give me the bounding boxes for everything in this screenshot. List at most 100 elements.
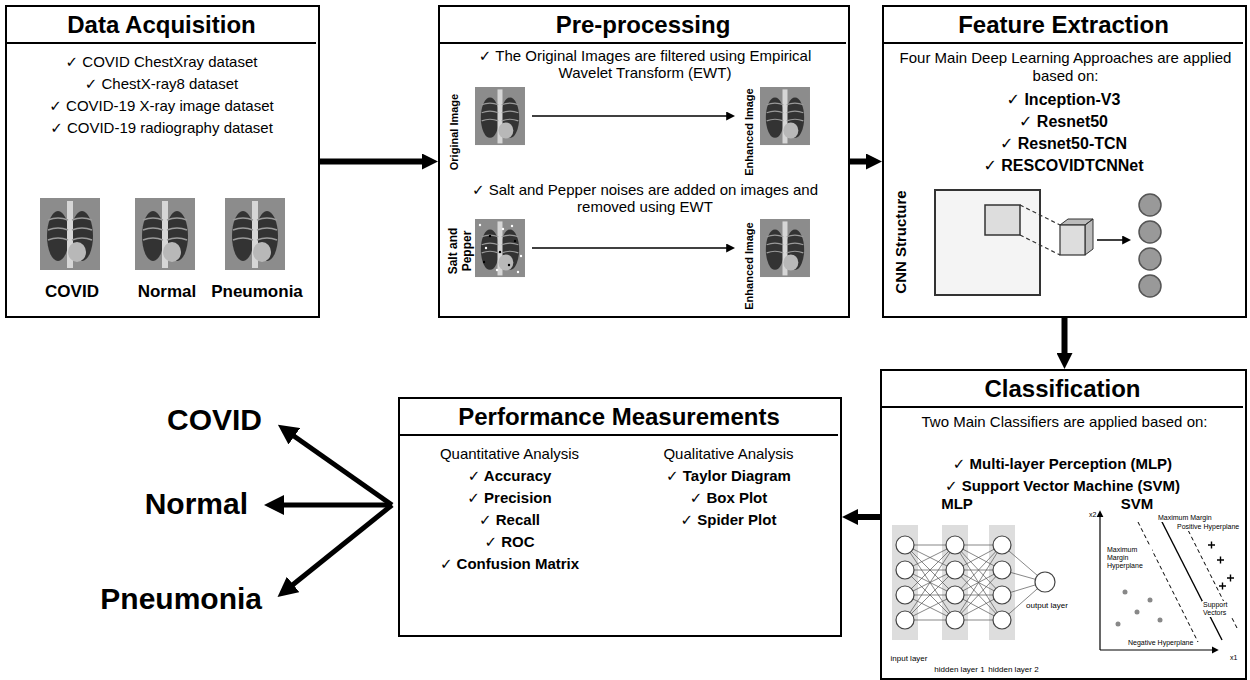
salt-pepper-noise (496, 269, 498, 271)
image-caption: Normal (117, 282, 217, 302)
image-label: Enhanced Image (743, 221, 756, 311)
mlp-network (946, 536, 964, 554)
image-label: Enhanced Image (743, 87, 756, 177)
flow-arrow (850, 159, 872, 165)
list-item: ✓ RESCOVIDTCNNet (884, 155, 1243, 177)
list-item: ✓ Confusion Matrix (400, 553, 619, 575)
cnn-structure (935, 190, 1040, 295)
output-arrow (290, 505, 392, 587)
cnn-structure (1060, 225, 1085, 255)
figure-label: Positive Hyperplane (1176, 523, 1242, 531)
mlp-network (896, 611, 914, 629)
svm-plot (1123, 590, 1128, 595)
list-item: ✓ Spider Plot (619, 509, 838, 531)
output-class: Normal (48, 486, 248, 522)
xray-image (40, 198, 100, 270)
mlp-network (946, 611, 964, 629)
process-box: Pre-processing✓ The Original Images are … (438, 5, 850, 318)
list-item: ✓ Box Plot (619, 487, 838, 509)
figure-label: hidden layer 2 (986, 665, 1041, 674)
list-item: ✓ COVID ChestXray dataset (7, 51, 316, 73)
list-item: ✓ Support Vector Machine (SVM) (882, 475, 1243, 497)
output-arrow (280, 434, 392, 587)
svm-plot (1160, 518, 1222, 640)
flow-arrow (1062, 318, 1068, 359)
process-box: Data Acquisition✓ COVID ChestXray datase… (5, 5, 320, 318)
output-class: Pneumonia (62, 581, 262, 617)
mlp-network (946, 586, 964, 604)
list-item: ✓ ROC (400, 531, 619, 553)
column-heading: Qualitative Analysis (619, 443, 838, 465)
body-text: Two Main Classifiers are applied based o… (890, 413, 1239, 431)
list-item: ✓ Resnet50 (884, 111, 1243, 133)
process-box: Performance MeasurementsQuantitative Ana… (398, 397, 842, 637)
cnn-structure (1060, 219, 1093, 255)
image-caption: COVID (22, 282, 122, 302)
process-box: ClassificationTwo Main Classifiers are a… (880, 369, 1247, 680)
list-item: ✓ Inception-V3 (884, 89, 1243, 111)
xray-image (475, 219, 525, 277)
mlp-network (989, 525, 1015, 640)
svm-plot (1116, 590, 1163, 627)
list-item: ✓ Precision (400, 487, 619, 509)
salt-pepper-noise (520, 255, 522, 257)
list-item: ✓ Recall (400, 509, 619, 531)
salt-pepper-noise (508, 264, 510, 266)
flow-arrow (852, 514, 880, 520)
figure-label: output layer (1020, 601, 1074, 610)
cnn-structure (1139, 248, 1161, 270)
salt-pepper-noise (479, 224, 522, 273)
output-class: COVID (62, 402, 262, 438)
axis-label: x1 (1230, 654, 1242, 662)
box-heading: Performance Measurements (400, 399, 838, 436)
mlp-network (896, 536, 1055, 629)
figure-label: input layer (884, 654, 934, 663)
list-item: ✓ ChestX-ray8 dataset (7, 73, 316, 95)
list-item: ✓ Taylor Diagram (619, 465, 838, 487)
mlp-network (905, 545, 1045, 620)
mlp-network (892, 525, 1055, 640)
list-item: ✓ Multi-layer Perception (MLP) (882, 453, 1243, 475)
svm-plot (1138, 522, 1198, 642)
box-heading: Classification (882, 371, 1243, 408)
body-text: Four Main Deep Learning Approaches are a… (892, 49, 1239, 85)
figure-label: Negative Hyperplane (1127, 639, 1197, 647)
mlp-network (946, 561, 964, 579)
box-heading: Feature Extraction (884, 7, 1243, 44)
mlp-network (993, 586, 1011, 604)
cnn-structure (1097, 239, 1124, 241)
mlp-network (942, 525, 968, 640)
svm-plot (1116, 622, 1121, 627)
xray-image (760, 87, 810, 145)
svm-plot (1100, 516, 1238, 650)
output-arrow (280, 503, 392, 508)
list-item: ✓ COVID-19 radiography dataset (7, 117, 316, 139)
process-arrow (532, 115, 728, 117)
cnn-structure (1020, 205, 1060, 255)
salt-pepper-noise (483, 261, 485, 263)
figure-label: Maximum Margin Hyperplane (1106, 546, 1152, 570)
process-arrow (532, 247, 728, 249)
cnn-structure (1139, 275, 1161, 297)
mlp-network (993, 611, 1011, 629)
xray-image (475, 87, 525, 145)
figure-label: SVM (1082, 495, 1192, 513)
axis-label: x2 (1089, 511, 1101, 519)
salt-pepper-noise (517, 271, 519, 273)
image-label: Original Image (448, 87, 461, 177)
xray-image (225, 198, 285, 270)
process-box: Feature ExtractionFour Main Deep Learnin… (882, 5, 1247, 318)
svm-plot (1135, 610, 1140, 615)
figure-label: Maximum Margin (1157, 514, 1217, 522)
flow-arrow (320, 159, 428, 165)
list-item: ✓ Salt and Pepper noises are added on im… (450, 181, 840, 215)
figure-label: MLP (902, 495, 1012, 513)
salt-pepper-noise (502, 228, 504, 230)
image-label: Salt and Pepper (446, 218, 474, 284)
cnn-structure (935, 190, 1161, 297)
mlp-network (993, 561, 1011, 579)
salt-pepper-noise (499, 251, 501, 253)
svm-plot (1208, 542, 1234, 590)
cnn-structure (1139, 221, 1161, 243)
output-arrow (291, 434, 392, 505)
